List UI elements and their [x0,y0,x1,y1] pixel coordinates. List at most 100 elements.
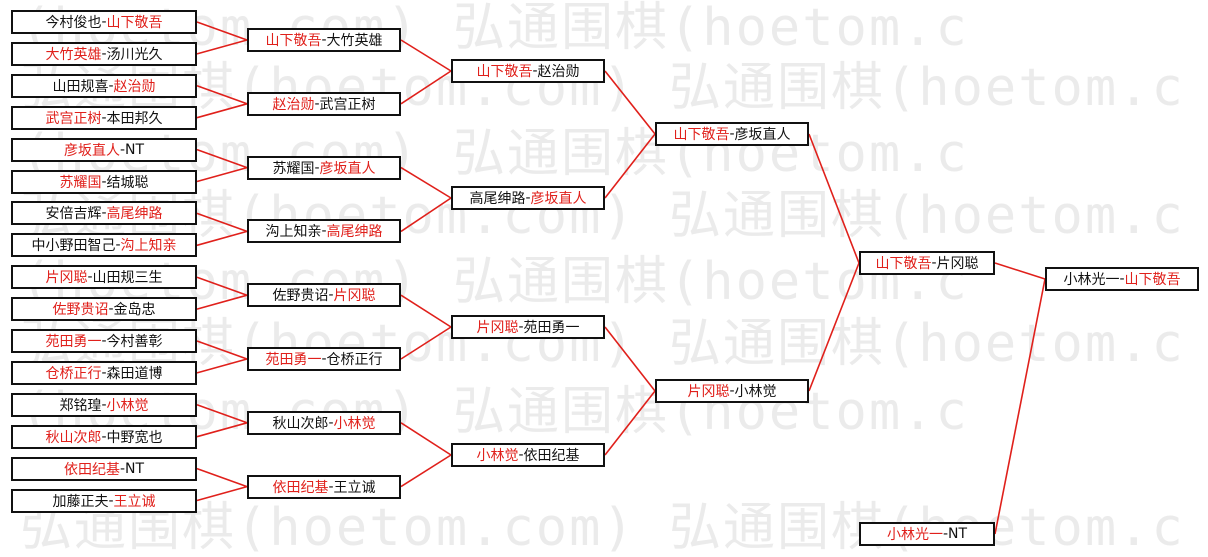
player-name: 片冈聪 [333,288,376,305]
player-name: 山下敬吾 [875,256,932,272]
connector-line [400,294,452,328]
separator: - [101,396,107,413]
connector-line [994,278,1046,535]
separator: - [119,460,126,477]
player-name: 小林觉 [106,397,149,414]
connector-line [196,485,248,502]
player-name: 小林觉 [333,415,376,432]
separator: - [101,14,107,30]
separator: - [101,109,107,126]
separator: - [729,126,735,142]
separator: - [942,526,949,542]
connector-line [400,166,452,199]
player-name: 今村俊也 [45,15,102,31]
separator: - [314,159,320,176]
player-name: NT [948,526,968,542]
player-name: 安倍吉辉 [45,206,102,223]
round1-match-box: 今村俊也-山下敬吾 [11,10,197,34]
player-name: 彦坂直人 [734,127,791,143]
player-name: 沟上知亲 [120,238,177,255]
round1-match-box: 苏耀国-结城聪 [11,169,197,194]
player-name: 赵治勋 [113,78,156,95]
player-name: 小林光一 [886,527,943,543]
player-name: 彦坂直人 [319,160,376,177]
player-name: 武宫正树 [45,110,102,127]
player-name: 秋山次郎 [45,429,102,446]
separator: - [101,428,107,445]
player-name: 赵治勋 [272,96,315,113]
separator: - [101,364,107,381]
connector-line [196,148,248,169]
player-name: 郑铭瑝 [59,397,102,414]
player-name: 山下敬吾 [106,15,163,31]
separator: - [931,255,937,271]
round1-match-box: 加藤正夫-王立诚 [11,488,197,513]
player-name: 王立诚 [333,479,376,496]
player-name: 山田规喜 [52,78,109,95]
player-name: 加藤正夫 [52,493,109,510]
separator: - [328,414,334,431]
round1-match-box: 大竹英雄-汤川光久 [11,41,197,66]
connector-line [196,340,248,360]
separator: - [525,190,531,206]
player-name: 金岛忠 [113,302,156,319]
player-name: 武宫正树 [319,96,376,113]
connector-line [196,422,248,438]
connector-line [196,21,248,41]
separator: - [328,478,334,495]
round1-match-box: 苑田勇一-今村善彰 [11,329,197,353]
round1-match-box: 仓桥正行-森田道博 [11,360,197,385]
connector-line [196,39,248,55]
connector-line [808,262,860,392]
separator: - [729,383,735,399]
player-name: 苑田勇一 [265,352,322,368]
separator: - [321,32,327,48]
round1-match-box: 安倍吉辉-高尾绅路 [11,201,197,226]
connector-line [400,70,452,105]
connector-line [994,262,1046,280]
player-name: 山下敬吾 [265,33,322,49]
round2-match-box: 佐野贵诏-片冈聪 [247,283,401,308]
connector-line [604,390,656,456]
player-name: 片冈聪 [936,256,979,272]
separator: - [328,287,334,304]
separator: - [101,45,107,62]
player-name: NT [125,460,145,477]
player-name: 高尾绅路 [469,191,526,207]
round1-match-box: 武宫正树-本田邦久 [11,105,197,130]
connector-line [196,85,248,105]
seed-match-box: 小林光一-NT [859,522,995,546]
player-name: 依田纪基 [63,461,120,478]
connector-line [196,103,248,119]
player-name: 彦坂直人 [63,142,120,159]
player-name: 苑田勇一 [523,320,580,336]
player-name: 大竹英雄 [326,33,383,49]
connector-line [604,70,656,135]
connector-line [196,230,248,247]
connector-line [604,133,656,199]
connector-line [400,422,452,456]
round4-match-box: 山下敬吾-彦坂直人 [655,122,809,146]
player-name: 赵治勋 [537,64,580,80]
player-name: 佐野贵诏 [52,302,109,319]
round2-match-box: 苏耀国-彦坂直人 [247,155,401,180]
separator: - [108,301,114,318]
separator: - [119,141,126,158]
round1-match-box: 依田纪基-NT [11,456,197,481]
round2-match-box: 赵治勋-武宫正树 [247,91,401,116]
player-name: 片冈聪 [45,270,88,287]
player-name: 彦坂直人 [530,191,587,207]
player-name: 大竹英雄 [45,46,102,63]
separator: - [101,333,107,349]
player-name: 高尾绅路 [106,206,163,223]
round2-match-box: 依田纪基-王立诚 [247,474,401,499]
round2-match-box: 秋山次郎-小林觉 [247,410,401,435]
connector-line [196,467,248,488]
round1-match-box: 彦坂直人-NT [11,137,197,162]
round3-match-box: 片冈聪-苑田勇一 [451,315,605,339]
player-name: 沟上知亲 [265,224,322,241]
connector-line [400,39,452,72]
player-name: 佐野贵诏 [272,288,329,305]
